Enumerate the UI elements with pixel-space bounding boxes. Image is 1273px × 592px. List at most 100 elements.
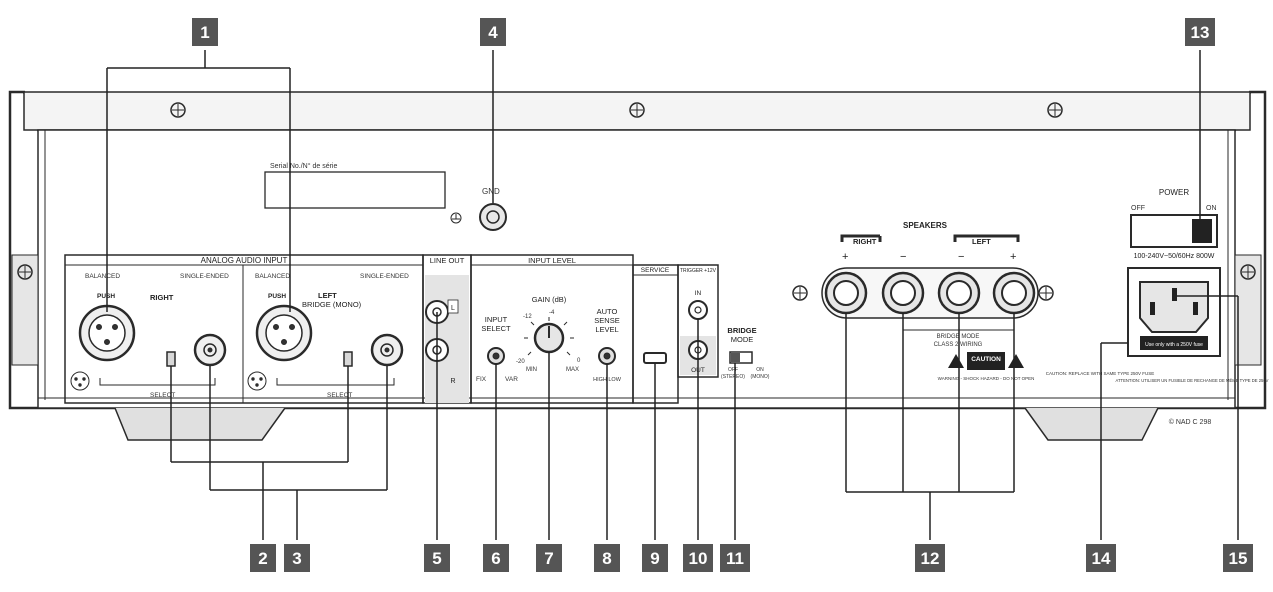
- callout-number: 3: [292, 549, 301, 568]
- xlr-pinout-icon: [70, 371, 90, 391]
- callout-number: 10: [689, 549, 708, 568]
- fix-label: FIX: [476, 376, 487, 383]
- auto-sense-switch[interactable]: [598, 347, 616, 365]
- speaker-terminal-plate: [821, 267, 1039, 319]
- callout-number: 9: [650, 549, 659, 568]
- gain-tick-m4: -4: [549, 310, 555, 316]
- input-level-title: INPUT LEVEL: [528, 256, 576, 265]
- speakers-left-label: LEFT: [972, 237, 991, 246]
- select-switch-right[interactable]: [166, 351, 176, 367]
- gain-tick-m12: -12: [523, 314, 532, 320]
- auto-sense-label-3: LEVEL: [595, 325, 618, 334]
- xlr-pinout-icon: [247, 371, 267, 391]
- gain-min-label: MIN: [526, 367, 537, 373]
- xlr-input-left[interactable]: [255, 304, 313, 362]
- callout-badge: [284, 544, 310, 572]
- trigger-title: TRIGGER +12V: [680, 268, 717, 274]
- screw-icon: [1038, 285, 1054, 301]
- gain-label: GAIN (dB): [532, 295, 567, 304]
- fuse-label: Use only with a 250V fuse: [1145, 342, 1203, 348]
- right-channel-label: RIGHT: [150, 293, 174, 302]
- foot-left: [114, 407, 286, 441]
- input-select-label-2: SELECT: [481, 324, 511, 333]
- bridge-mode-switch[interactable]: [729, 351, 753, 364]
- left-channel-label: LEFT: [318, 291, 337, 300]
- left-bracket: [953, 234, 1020, 242]
- callout-number: 12: [921, 549, 940, 568]
- line-out-l-label: L: [451, 305, 455, 312]
- gain-tick-0: 0: [577, 358, 581, 364]
- bridge-wiring-label-1: BRIDGE MODE: [937, 334, 980, 340]
- trigger-in-jack[interactable]: [688, 300, 708, 320]
- select-label-left: SELECT: [327, 392, 352, 399]
- xlr-input-right[interactable]: [78, 304, 136, 362]
- screw-icon: [1240, 264, 1256, 280]
- callout-badge: [192, 18, 218, 46]
- bridge-wiring-label-2: CLASS 2 WIRING: [934, 342, 983, 348]
- caution-box: [967, 352, 1005, 370]
- input-select-switch[interactable]: [487, 347, 505, 365]
- callout-badge: [594, 544, 620, 572]
- callout-badge: [720, 544, 750, 572]
- balanced-label-right: BALANCED: [85, 273, 120, 280]
- callout-badge: [1223, 544, 1253, 572]
- power-switch-rocker: [1192, 219, 1212, 243]
- speakers-title: SPEAKERS: [903, 221, 948, 230]
- callout-8: 8: [594, 544, 620, 572]
- callout-number: 7: [544, 549, 553, 568]
- callout-number: 13: [1191, 23, 1210, 42]
- foot-right: [1024, 407, 1159, 441]
- gain-knob[interactable]: [533, 322, 565, 354]
- callout-badge: [642, 544, 668, 572]
- screw-icon: [792, 285, 808, 301]
- right-minus: −: [900, 251, 906, 263]
- callout-12: 12: [915, 544, 945, 572]
- rca-input-left[interactable]: [370, 333, 404, 367]
- gnd-label: GND: [482, 187, 500, 196]
- callout-number: 14: [1092, 549, 1111, 568]
- gain-dial-ticks: [524, 317, 574, 356]
- speaker-terminal-right-minus[interactable]: [881, 271, 925, 315]
- gnd-terminal[interactable]: [479, 203, 507, 231]
- callout-number: 6: [491, 549, 500, 568]
- callout-badge: [480, 18, 506, 46]
- line-out-l-tag: [447, 299, 459, 314]
- auto-sense-label-1: AUTO: [597, 307, 618, 316]
- gain-max-label: MAX: [566, 367, 579, 373]
- callout-badge: [483, 544, 509, 572]
- speaker-terminal-left-minus[interactable]: [937, 271, 981, 315]
- callout-number: 2: [258, 549, 267, 568]
- warning-icon: [1008, 354, 1024, 368]
- input-select-label-1: INPUT: [485, 315, 508, 324]
- callout-number: 8: [602, 549, 611, 568]
- push-label-right: PUSH: [97, 293, 115, 300]
- callout-1: 1: [192, 18, 218, 46]
- right-plus: +: [842, 251, 848, 263]
- line-out-hatch: [425, 275, 469, 403]
- bridge-off-label-2: (STEREO): [721, 374, 745, 380]
- speaker-terminal-right-plus[interactable]: [824, 271, 868, 315]
- service-title: SERVICE: [641, 267, 670, 274]
- power-title: POWER: [1159, 188, 1189, 197]
- warning-icon: [948, 354, 964, 368]
- leader-lines: [106, 50, 1239, 540]
- mains-rating: 100-240V~50/60Hz 800W: [1134, 253, 1215, 260]
- iec-pin-earth: [1172, 288, 1177, 301]
- callout-4: 4: [480, 18, 506, 46]
- service-usb-port[interactable]: [643, 352, 667, 364]
- callout-15: 15: [1223, 544, 1253, 572]
- select-switch-left[interactable]: [343, 351, 353, 367]
- left-plus: +: [1010, 251, 1016, 263]
- power-off-label: OFF: [1131, 205, 1145, 212]
- rca-input-right[interactable]: [193, 333, 227, 367]
- right-bracket: [840, 234, 880, 242]
- screw-icon: [1047, 102, 1063, 118]
- iec-inlet[interactable]: [1139, 281, 1209, 333]
- speaker-terminal-left-plus[interactable]: [992, 271, 1036, 315]
- callout-6: 6: [483, 544, 509, 572]
- serial-plate: [264, 171, 446, 209]
- bridge-off-label-1: OFF: [728, 367, 738, 373]
- callout-badge: [683, 544, 713, 572]
